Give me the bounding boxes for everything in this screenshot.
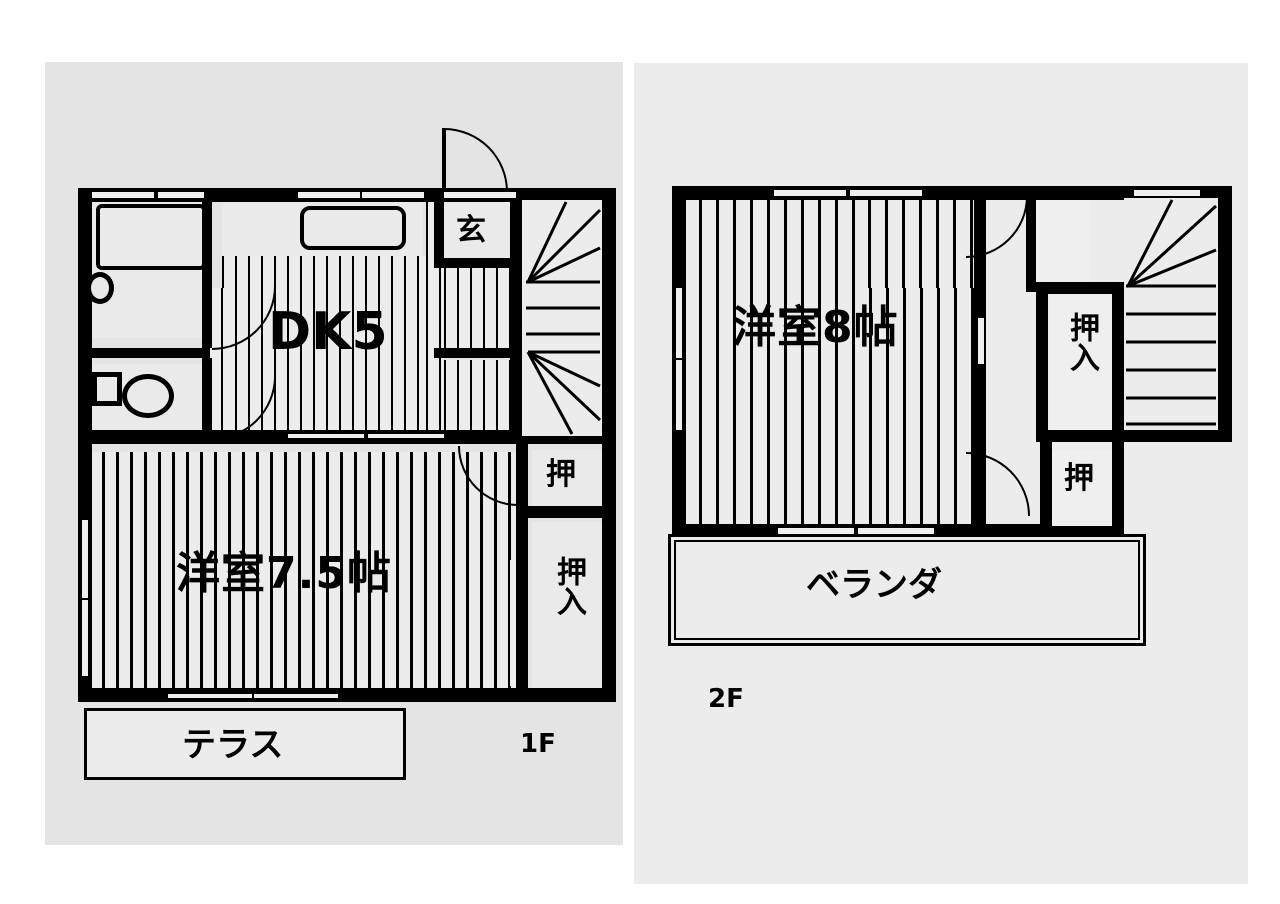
- label-oshi-2f: 押: [1064, 461, 1094, 496]
- terrace-box: [84, 708, 406, 780]
- caption-2f: 2F: [708, 684, 744, 714]
- wall-closet-left-1f: [516, 442, 528, 690]
- label-dk5: DK5: [268, 302, 388, 362]
- label-genkan: 玄: [456, 213, 486, 248]
- wall-toilet-dk: [202, 358, 212, 440]
- window-yoshitsu-left-a: [80, 520, 90, 598]
- dk-floor-right: [444, 360, 514, 436]
- wall-genkan-bottom: [434, 348, 514, 358]
- sliding-door-dk-a: [288, 432, 364, 440]
- wall-2f-right-lower-vert: [1040, 430, 1052, 538]
- wall-genkan-step: [434, 258, 516, 268]
- closet-oshi-2f-fill: [1050, 450, 1114, 528]
- veranda-box: [668, 534, 1146, 646]
- yoshitsu8-floor-upper-right: [868, 196, 976, 288]
- label-yoshitsu-8: 洋室8帖: [732, 302, 899, 353]
- genkan-fill: [444, 200, 516, 268]
- wall-1f-right: [602, 188, 616, 702]
- window-bath-a: [92, 190, 154, 200]
- yoshitsu75-floor: [88, 452, 516, 692]
- window-2f-stair: [1134, 188, 1200, 198]
- label-oshi-1f: 押: [546, 457, 576, 492]
- hall-2f-fill: [1030, 196, 1090, 288]
- window-yoshitsu-bottom-a: [168, 692, 252, 700]
- label-oshiire-2f: 押入: [1064, 312, 1099, 372]
- wall-bath-toilet-split: [78, 348, 208, 358]
- closet-oshiire-2f-fill: [1050, 292, 1114, 438]
- closet-sliding-door-1f: [508, 560, 518, 686]
- window-bath-b: [158, 190, 204, 200]
- wall-2f-right: [1218, 186, 1232, 438]
- wall-2f-closet-right: [1112, 430, 1124, 538]
- wall-closet-split-1f: [516, 506, 616, 518]
- window-yoshitsu-bottom-b: [254, 692, 338, 700]
- wall-2f-closet-right-upper: [1112, 282, 1124, 442]
- entrance-door-leaf: [442, 128, 446, 190]
- closet-oshi-1f-fill: [532, 450, 608, 506]
- staircase-2f: [1124, 198, 1218, 428]
- wall-1f-bottom: [78, 688, 616, 702]
- wall-2f-closet-left: [1036, 282, 1048, 442]
- window-2f-left-a: [674, 288, 684, 358]
- window-2f-left-b: [674, 360, 684, 430]
- window-dk-b: [362, 190, 424, 200]
- kitchen-sink: [300, 206, 406, 250]
- label-terrace: テラス: [182, 725, 284, 765]
- wall-2f-hall-left: [1026, 186, 1036, 292]
- genkan-step-floor: [444, 268, 514, 348]
- label-veranda: ベランダ: [806, 565, 942, 605]
- wall-stair-left-1f: [510, 188, 522, 436]
- door-2f-closet-slide: [976, 318, 986, 364]
- window-2f-top-b: [850, 188, 922, 198]
- wall-2f-lower-right: [1040, 430, 1232, 442]
- wall-bath-dk: [202, 188, 212, 348]
- sliding-door-dk-b: [368, 432, 444, 440]
- toilet-bowl: [122, 374, 174, 418]
- label-yoshitsu-75: 洋室7.5帖: [176, 548, 392, 599]
- wall-2f-closet-top: [1036, 282, 1124, 294]
- caption-1f: 1F: [520, 729, 556, 759]
- bathtub: [96, 204, 206, 270]
- window-dk-a: [298, 190, 360, 200]
- label-oshiire-1f: 押入: [551, 556, 586, 616]
- closet-oshiire-1f-fill: [532, 522, 608, 690]
- window-yoshitsu-left-b: [80, 600, 90, 676]
- bath-drain-icon: [86, 272, 114, 304]
- wall-dk-genkan: [434, 188, 444, 264]
- window-2f-top-a: [774, 188, 846, 198]
- toilet-tank: [92, 372, 122, 406]
- staircase-1f: [522, 200, 602, 436]
